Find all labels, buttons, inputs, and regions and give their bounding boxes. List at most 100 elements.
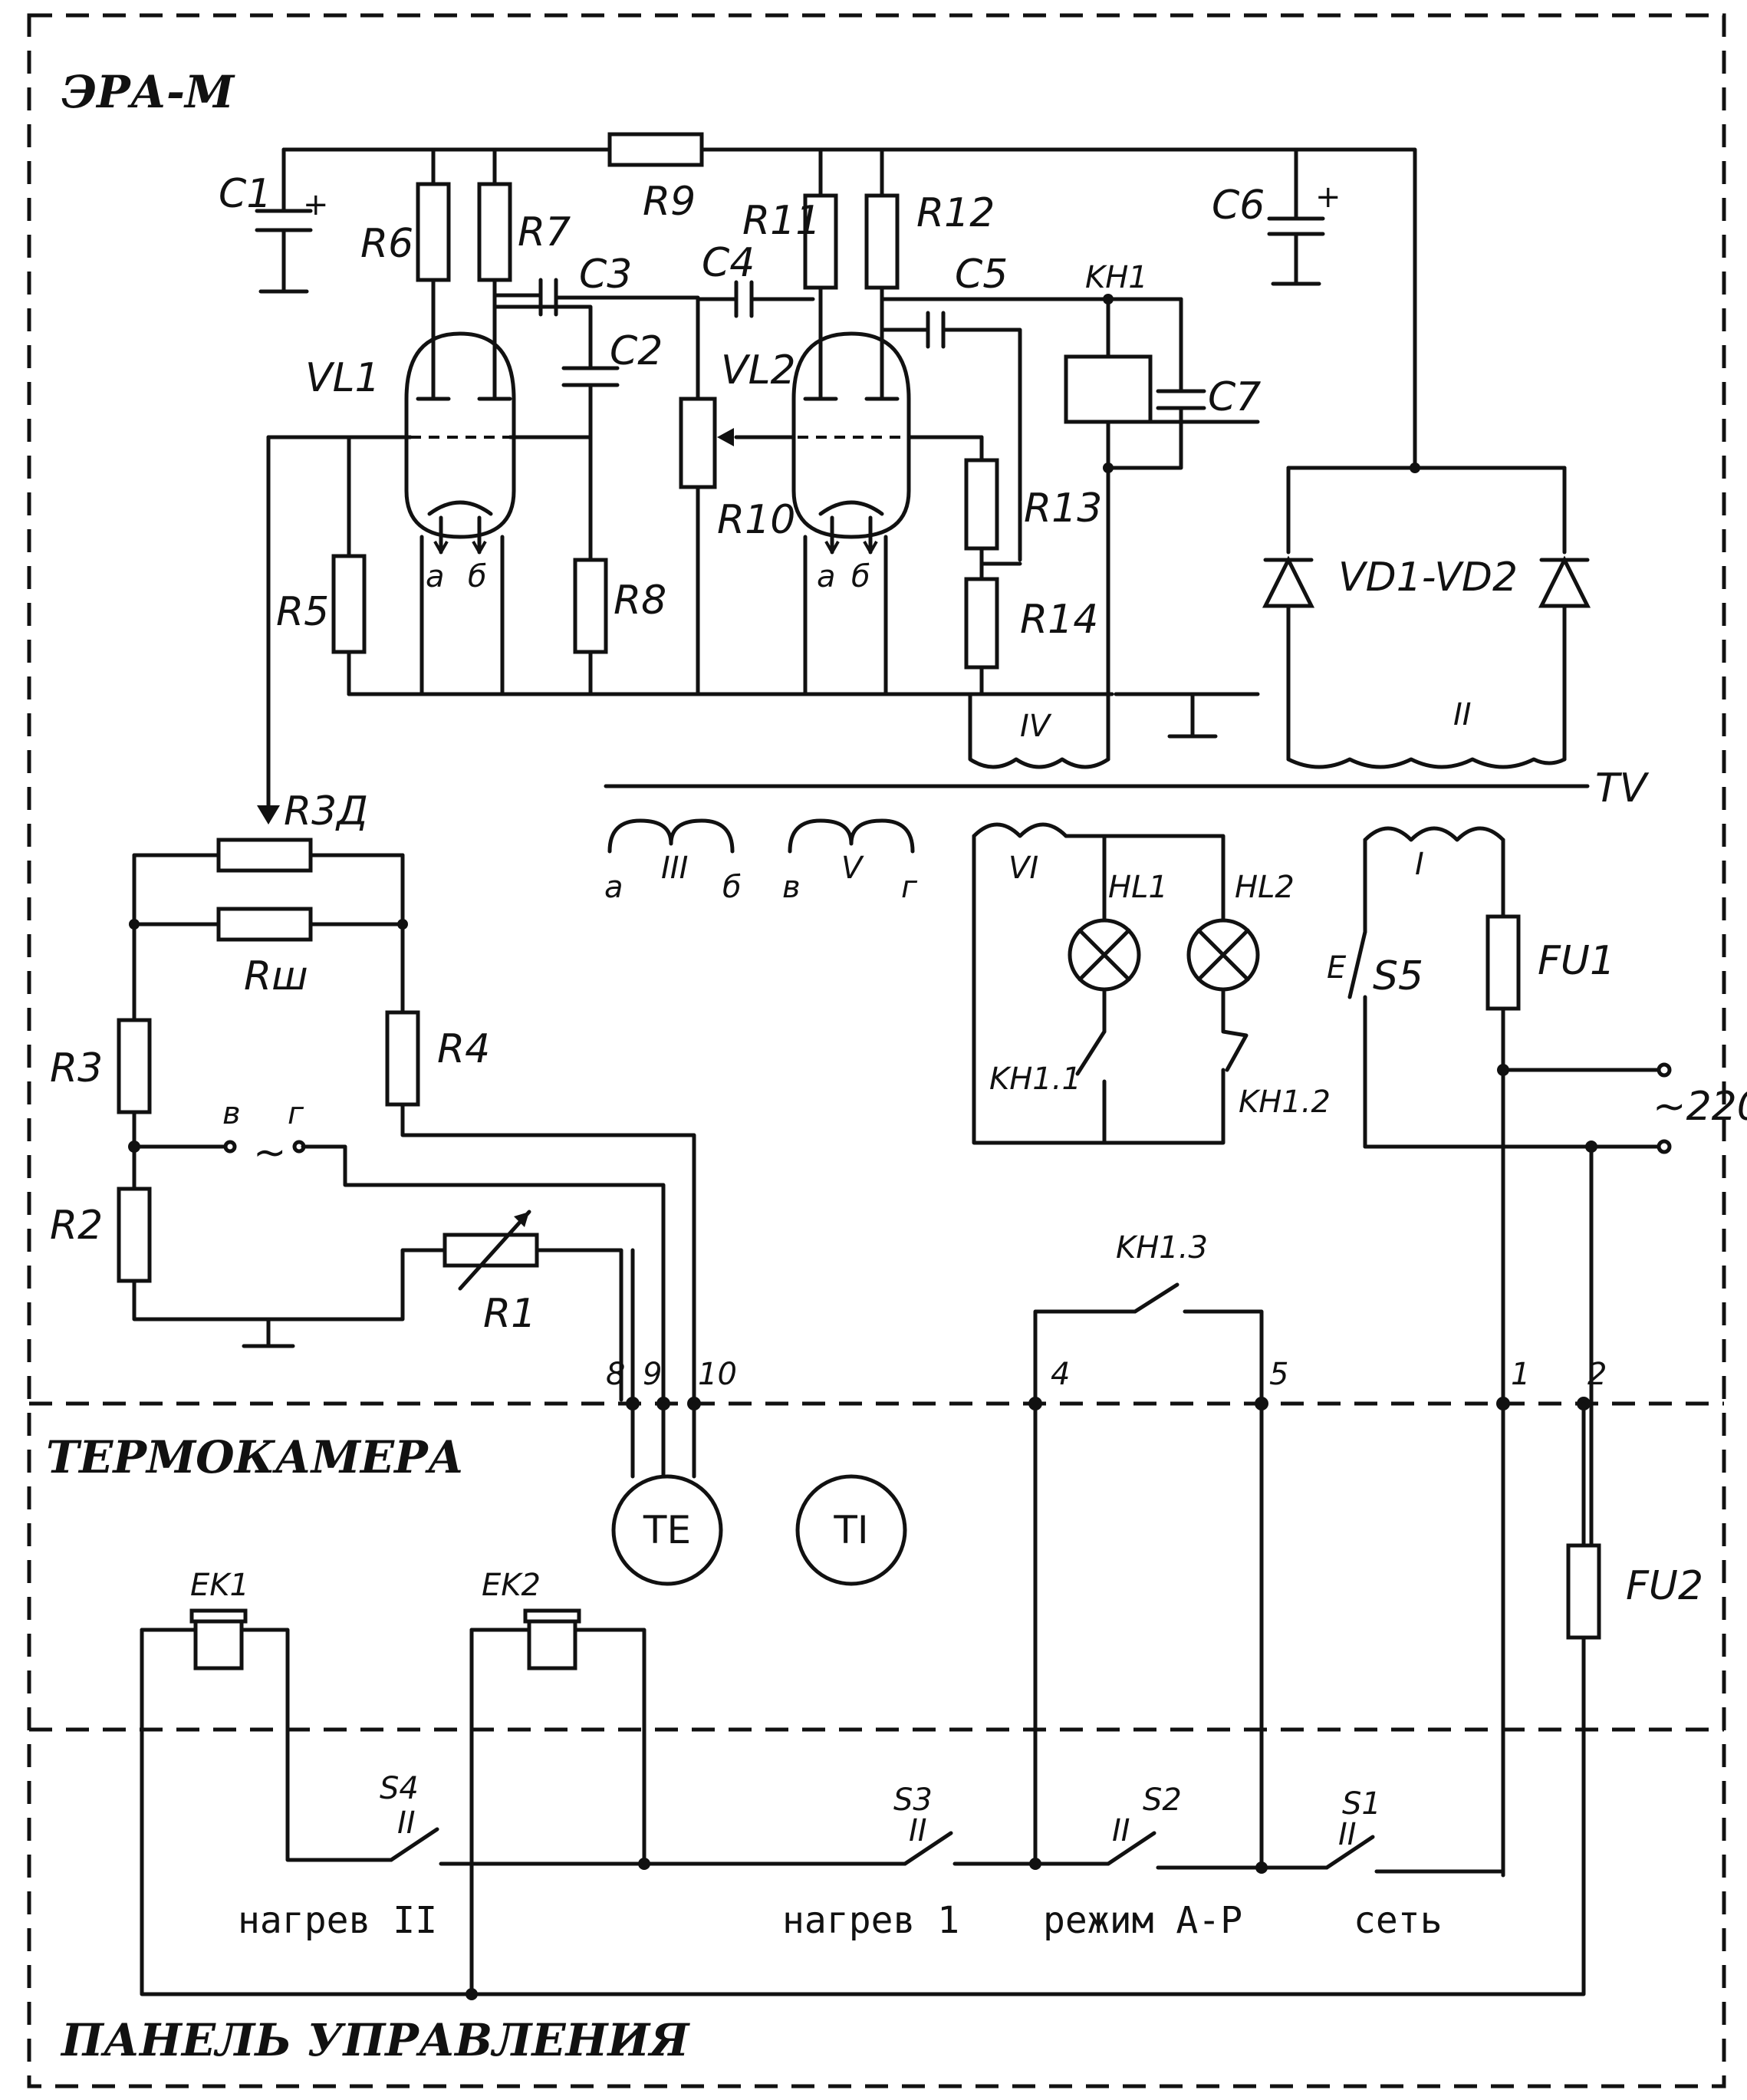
winding-ii: II [1453, 697, 1472, 732]
tube-vl2 [791, 331, 911, 696]
label-r13: R13 [1024, 486, 1102, 532]
resistor-r7 [477, 182, 512, 282]
c6-plus: + [1315, 179, 1341, 215]
winding-vi: VI [1008, 851, 1038, 886]
resistor-r4 [385, 1010, 420, 1107]
label-r6: R6 [360, 221, 413, 267]
label-c6: C6 [1212, 183, 1265, 229]
label-mains: ~220 [1653, 1084, 1747, 1130]
supply-rail [281, 132, 1417, 470]
resistor-r9 [607, 132, 704, 167]
label-c3: C3 [579, 252, 632, 298]
tube-vl1 [404, 331, 516, 555]
bridge-pin-v: в [222, 1096, 241, 1131]
capacitor-c4 [696, 280, 815, 318]
vl1-pin-b: б [468, 559, 487, 594]
label-r5: R5 [276, 589, 329, 635]
switch-s2 [1106, 1831, 1156, 1866]
resistor-r1 [443, 1233, 539, 1268]
switch-s4 [389, 1827, 439, 1862]
label-kh1-2: KH1.2 [1239, 1085, 1331, 1120]
fuse-fu1 [1485, 914, 1521, 1011]
bridge-pin-g: г [288, 1096, 304, 1131]
label-te: TE [643, 1508, 691, 1552]
resistor-r5 [331, 554, 367, 654]
label-r12: R12 [916, 190, 995, 236]
measurement-bridge [117, 435, 696, 1402]
s2-mark: II [1112, 1813, 1130, 1848]
vl2-pin-a: а [817, 559, 836, 594]
label-ek1: EK1 [190, 1568, 249, 1603]
panel-label-net: сеть [1354, 1899, 1443, 1942]
label-c2: C2 [610, 328, 663, 374]
terminal-1: 1 [1511, 1357, 1530, 1392]
outer-border [27, 13, 1726, 2088]
sensor-ti [795, 1474, 907, 1586]
capacitor-c5 [880, 311, 1022, 562]
section-title-era: ЭРА-М [61, 66, 235, 118]
winding-i: I [1415, 847, 1424, 882]
label-r8: R8 [614, 578, 666, 624]
potentiometer-r10 [679, 297, 984, 696]
capacitor-c6 [1267, 201, 1325, 286]
terminal-4: 4 [1051, 1357, 1070, 1392]
panel-label-mode: режим А-Р [1043, 1899, 1242, 1942]
label-r14: R14 [1020, 597, 1098, 643]
vl1-grid-network [266, 435, 608, 696]
vl2-pin-b: б [851, 559, 870, 594]
terminal-2: 2 [1587, 1357, 1607, 1392]
label-rsh: Rш [244, 953, 308, 999]
label-fu2: FU2 [1626, 1563, 1703, 1609]
label-r10: R10 [717, 497, 795, 543]
label-s3: S3 [893, 1782, 933, 1818]
label-r11: R11 [742, 198, 821, 244]
winding-v-v: в [782, 870, 801, 905]
sensors [611, 1248, 907, 1586]
s5-handle: E [1327, 950, 1347, 986]
label-s2: S2 [1143, 1782, 1182, 1818]
label-ek2: EK2 [482, 1568, 541, 1603]
capacitor-c1 [255, 147, 313, 294]
winding-iv: IV [1020, 709, 1052, 744]
label-c4: C4 [702, 240, 755, 286]
label-r9: R9 [643, 179, 696, 225]
switch-s3 [903, 1831, 953, 1866]
label-hl1: HL1 [1108, 870, 1168, 905]
terminal-10: 10 [698, 1357, 737, 1392]
winding-v-g: г [901, 870, 918, 905]
terminal-8: 8 [606, 1357, 625, 1392]
resistor-r2 [117, 1187, 152, 1283]
rectifier-vd [1262, 462, 1591, 762]
s1-mark: II [1338, 1817, 1357, 1852]
sensor-te [611, 1474, 723, 1586]
section-title-panel: ПАНЕЛЬ УПРАВЛЕНИЯ [60, 2014, 690, 2066]
s4-mark: II [397, 1805, 416, 1841]
resistor-r13 [964, 458, 999, 551]
resistor-rsh [216, 907, 313, 942]
label-r2: R2 [50, 1203, 103, 1249]
label-c5: C5 [955, 252, 1008, 298]
terminal-9: 9 [643, 1357, 662, 1392]
resistor-r14 [964, 577, 999, 670]
terminal-5: 5 [1269, 1357, 1288, 1392]
windings-iii-v [607, 818, 915, 854]
label-r4: R4 [437, 1026, 490, 1072]
s3-mark: II [909, 1813, 927, 1848]
label-kh1-3: KH1.3 [1116, 1230, 1208, 1266]
lamp-circuit [972, 822, 1260, 1145]
c1-plus: + [303, 187, 329, 222]
label-hl2: HL2 [1235, 870, 1295, 905]
panel-label-heat1: нагрев 1 [782, 1899, 959, 1942]
resistors-r13-r14 [964, 435, 1022, 696]
fuse-fu2 [140, 1401, 1601, 1996]
resistor-r3d [216, 838, 313, 873]
heaters [140, 1608, 646, 2000]
label-c1: C1 [219, 171, 271, 217]
label-kh1: KH1 [1085, 260, 1148, 295]
label-vl1: VL1 [305, 355, 380, 401]
vl1-pin-a: а [426, 559, 445, 594]
contact-kh1-3 [1033, 1282, 1264, 1866]
label-vd: VD1-VD2 [1338, 555, 1518, 601]
winding-iii-a: а [604, 870, 623, 905]
